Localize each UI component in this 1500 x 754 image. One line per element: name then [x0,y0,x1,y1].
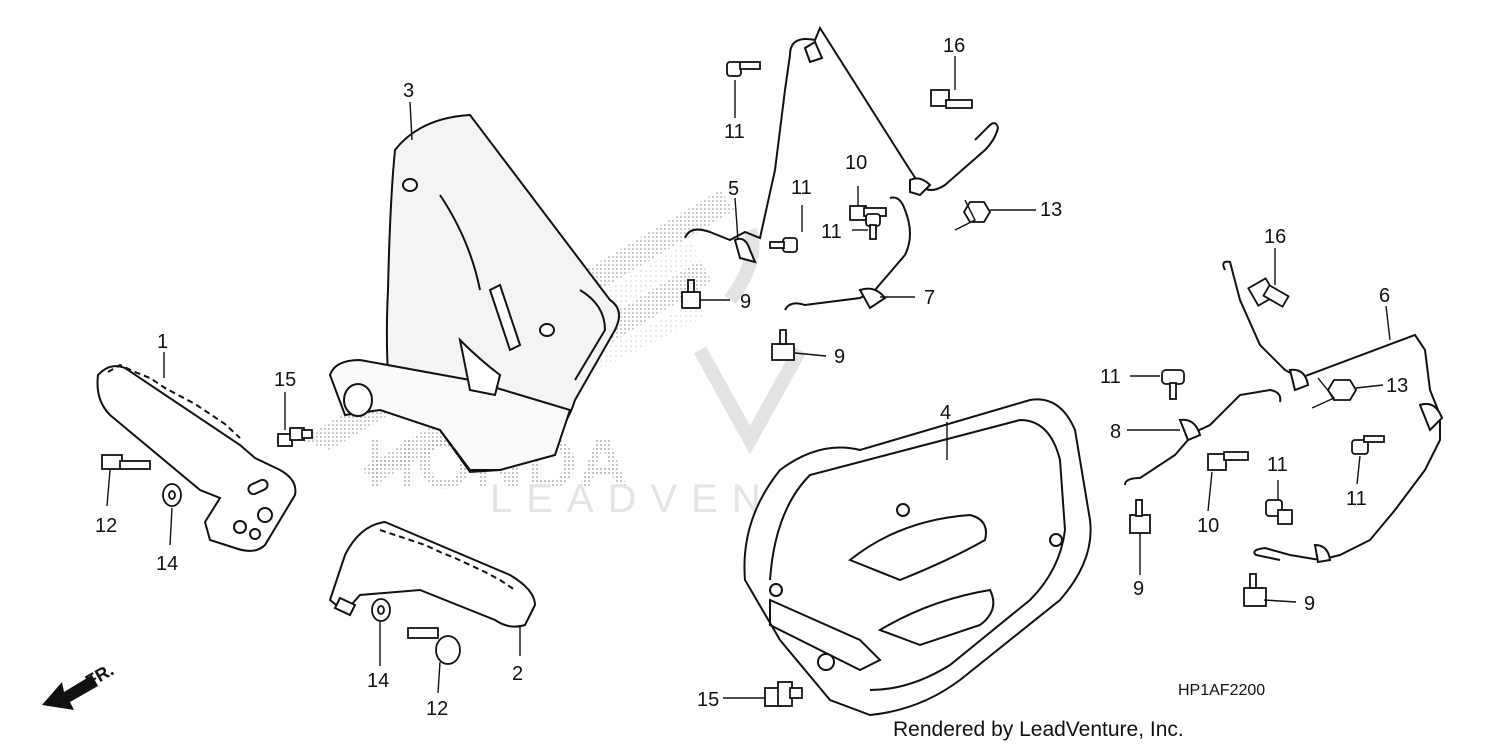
callout-9d: 9 [1304,593,1316,615]
callout-11b: 11 [791,177,812,199]
callout-16a: 16 [943,35,966,57]
callout-12a: 12 [95,515,118,537]
front-direction-arrow-icon: FR. [42,660,117,710]
callout-2: 2 [512,663,524,685]
callout-11e: 11 [1267,454,1288,476]
callout-14b: 14 [367,670,390,692]
bolt-11b-icon [769,237,798,253]
bolt-11a-icon [726,61,761,77]
clip-15a-icon [277,427,313,447]
washer-14a-icon [162,483,182,507]
callout-10a: 10 [845,152,868,174]
callout-7: 7 [924,287,936,309]
callout-9a: 9 [740,291,752,313]
callout-16b: 16 [1264,226,1287,248]
bolt-11c-icon [865,213,881,240]
washer-14b-icon [371,598,391,622]
part-4-lower-plate [743,398,1092,717]
part-1-left-step [96,363,297,552]
bolt-11f-icon [1265,499,1293,525]
callout-8: 8 [1110,421,1122,443]
footer-credit: Rendered by LeadVenture, Inc. [893,718,1184,741]
callout-4: 4 [940,402,952,424]
nut-13a-icon [962,201,992,223]
callout-10b: 10 [1197,515,1220,537]
callout-6: 6 [1379,285,1391,307]
callout-3: 3 [403,80,415,102]
part-6-wire-stay [1222,260,1444,564]
callout-15a: 15 [274,369,297,391]
callout-9c: 9 [1133,578,1145,600]
lv-logo-watermark [693,227,807,455]
bolt-10b-icon [1207,451,1249,471]
bolt-11d-icon [1161,369,1185,400]
callout-13a: 13 [1040,199,1063,221]
bolt-16b-icon [1247,277,1290,308]
bolt-12a-icon [101,454,151,470]
callout-11f: 11 [1346,488,1367,510]
callout-11a: 11 [724,121,745,143]
callout-14a: 14 [156,553,179,575]
part-2-right-step [328,520,537,628]
callout-9b: 9 [834,346,846,368]
part-7-wire-stay [784,196,911,311]
callout-11c: 11 [821,221,842,243]
callout-5: 5 [728,178,740,200]
callout-11d: 11 [1100,366,1121,388]
clip-9b-icon [771,329,795,361]
clip-9c-icon [1129,499,1151,534]
nut-13b-icon [1326,379,1358,401]
leader-lines [106,56,1391,699]
part-3-upper-plate [328,113,620,474]
part-8-wire-stay [1124,388,1282,486]
clip-9d-icon [1243,573,1267,607]
bolt-16a-icon [930,89,973,109]
callout-12b: 12 [426,698,449,720]
callout-15b: 15 [697,689,720,711]
callout-13b: 13 [1386,375,1409,397]
diagram-code: HP1AF2200 [1178,682,1266,699]
clip-15b-icon [764,681,803,707]
bolt-11e-icon [1351,435,1385,455]
fasteners [101,61,1385,707]
bolt-12b-icon [407,627,461,665]
callout-1: 1 [157,331,169,353]
